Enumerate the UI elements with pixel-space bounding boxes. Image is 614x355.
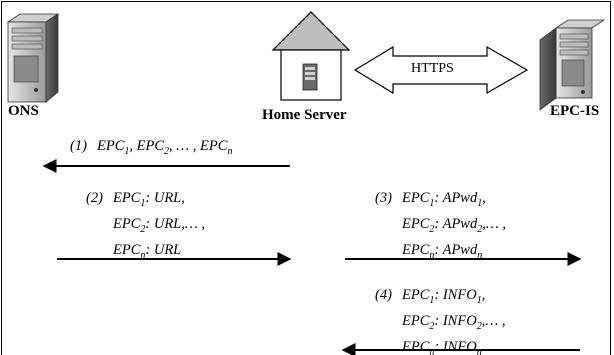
message-subscript: n <box>429 249 435 261</box>
home-server-label: Home Server <box>262 107 347 123</box>
message-term: : INFO <box>434 287 477 303</box>
message-subscript: n <box>429 346 435 355</box>
message-subscript: 1 <box>140 197 146 209</box>
message-term: EPC <box>402 338 430 355</box>
message-line: EPC2: INFO2,… , <box>375 311 505 337</box>
message-2-text: (2)EPC1: URL,EPC2: URL,… ,EPCn: URL <box>86 188 205 266</box>
message-subscript: n <box>476 346 482 355</box>
message-subscript: 1 <box>477 197 483 209</box>
message-term: : INFO <box>434 312 477 329</box>
message-subscript: 1 <box>429 294 435 306</box>
message-line: EPCn: INFOn <box>375 337 505 355</box>
message-line: (4)EPC1: INFO1, <box>375 285 505 311</box>
message-subscript: 2 <box>140 223 146 235</box>
message-term: ,… , <box>482 215 506 232</box>
epc-is-server-icon <box>539 19 606 111</box>
message-line: EPC2: URL,… , <box>86 214 205 240</box>
message-term: , EPC <box>129 138 165 154</box>
message-subscript: 1 <box>429 197 435 209</box>
message-line: EPCn: URL <box>86 240 205 266</box>
message-term: : APwd <box>434 241 478 258</box>
https-link-arrow <box>353 45 529 95</box>
message-number: (4) <box>375 287 392 303</box>
home-server-icon <box>271 11 351 101</box>
message-term: : URL, <box>145 190 185 206</box>
ons-label: ONS <box>8 103 39 119</box>
message-line: (3)EPC1: APwd1, <box>375 188 506 214</box>
message-line: EPCn: APwdn <box>375 240 506 266</box>
message-term: EPC <box>113 215 141 232</box>
epc-is-label: EPC-IS <box>550 103 600 119</box>
message-subscript: 2 <box>164 145 170 157</box>
message-term: EPC <box>113 241 141 258</box>
message-subscript: 1 <box>476 294 482 306</box>
message-3-text: (3)EPC1: APwd1,EPC2: APwd2,… ,EPCn: APwd… <box>375 188 506 266</box>
message-term: EPC <box>402 241 430 258</box>
message-term: EPC <box>402 190 430 206</box>
message-term: : URL,… , <box>145 215 206 232</box>
message-subscript: 2 <box>476 320 482 332</box>
message-4-text: (4)EPC1: INFO1,EPC2: INFO2,… ,EPCn: INFO… <box>375 285 505 355</box>
message-term: EPC <box>402 312 430 329</box>
message-number: (2) <box>86 190 103 206</box>
message-term: : APwd <box>434 190 478 206</box>
message-1-text: (1) EPC1, EPC2, … , EPCn <box>70 136 232 162</box>
message-term: , <box>481 287 486 303</box>
message-line: (1) EPC1, EPC2, … , EPCn <box>70 136 232 162</box>
message-subscript: 2 <box>429 320 435 332</box>
message-term: EPC <box>402 287 430 303</box>
message-term: EPC <box>97 138 125 154</box>
message-term: EPC <box>402 215 430 232</box>
message-subscript: n <box>227 145 233 157</box>
message-term: ,… , <box>481 312 506 329</box>
message-number: (1) <box>70 138 87 154</box>
message-number: (3) <box>375 190 392 206</box>
message-line: EPC2: APwd2,… , <box>375 214 506 240</box>
message-term: : INFO <box>434 338 477 355</box>
message-line: (2) EPC1: URL, <box>86 188 205 214</box>
message-term: , … , EPC <box>169 138 228 154</box>
message-subscript: n <box>477 249 483 261</box>
message-subscript: 1 <box>124 145 130 157</box>
message-term: EPC <box>113 190 141 206</box>
message-subscript: 2 <box>429 223 435 235</box>
message-subscript: n <box>140 249 146 261</box>
https-label: HTTPS <box>411 61 454 76</box>
ons-server-icon <box>6 13 60 103</box>
message-term: , <box>482 190 486 206</box>
message-subscript: 2 <box>477 223 483 235</box>
message-term: : APwd <box>434 215 478 232</box>
message-term: : URL <box>145 241 182 258</box>
